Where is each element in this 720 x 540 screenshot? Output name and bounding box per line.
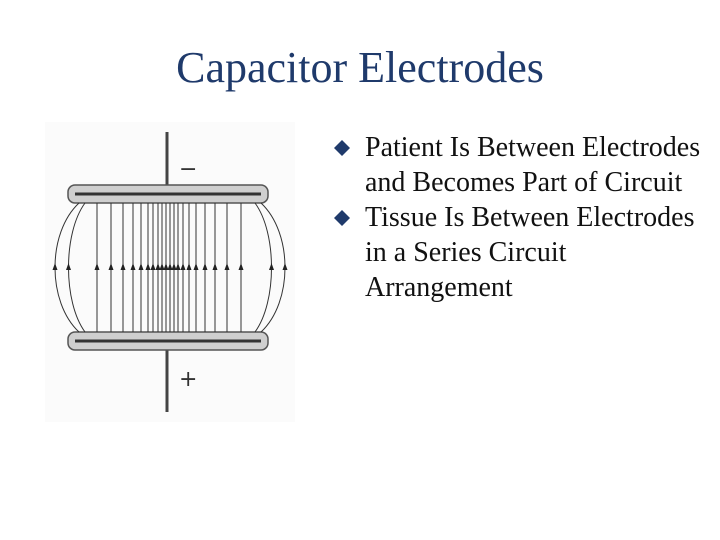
field-arrow [163, 263, 169, 270]
bullet-item: Tissue Is Between Electrodes in a Series… [330, 200, 710, 305]
field-arrow [145, 263, 151, 270]
field-arrow [138, 263, 144, 270]
positive-sign: + [179, 367, 197, 392]
field-arrow [282, 263, 288, 270]
field-arrow [150, 263, 156, 270]
field-arrow [175, 263, 181, 270]
diamond-bullet-icon [334, 140, 350, 156]
slide-title: Capacitor Electrodes [176, 43, 544, 92]
field-arrow [155, 263, 161, 270]
field-arrow [193, 263, 199, 270]
field-arrow [212, 263, 218, 270]
negative-sign: − [179, 157, 197, 182]
bullet-text: Patient Is Between Electrodes and Become… [365, 132, 701, 198]
field-arrow [224, 263, 230, 270]
field-arrow [130, 263, 136, 270]
field-arrow [66, 263, 71, 270]
diamond-bullet-icon [334, 210, 350, 226]
field-arrow [94, 263, 100, 270]
field-arrow [186, 263, 192, 270]
field-lines [52, 202, 288, 333]
field-arrow [120, 263, 126, 270]
field-arrow [202, 263, 208, 270]
capacitor-electrodes-diagram: − + [45, 122, 295, 422]
field-arrow [52, 263, 58, 270]
field-arrow [108, 263, 114, 270]
field-arrow [180, 263, 186, 270]
field-arrow [159, 263, 165, 270]
bullet-list: Patient Is Between Electrodes and Become… [330, 130, 710, 305]
field-arrow [269, 263, 274, 270]
field-arrow [167, 263, 173, 270]
field-arrow [171, 263, 177, 270]
field-arrow [238, 263, 244, 270]
bullet-text: Tissue Is Between Electrodes in a Series… [365, 202, 695, 303]
bullet-item: Patient Is Between Electrodes and Become… [330, 130, 710, 200]
